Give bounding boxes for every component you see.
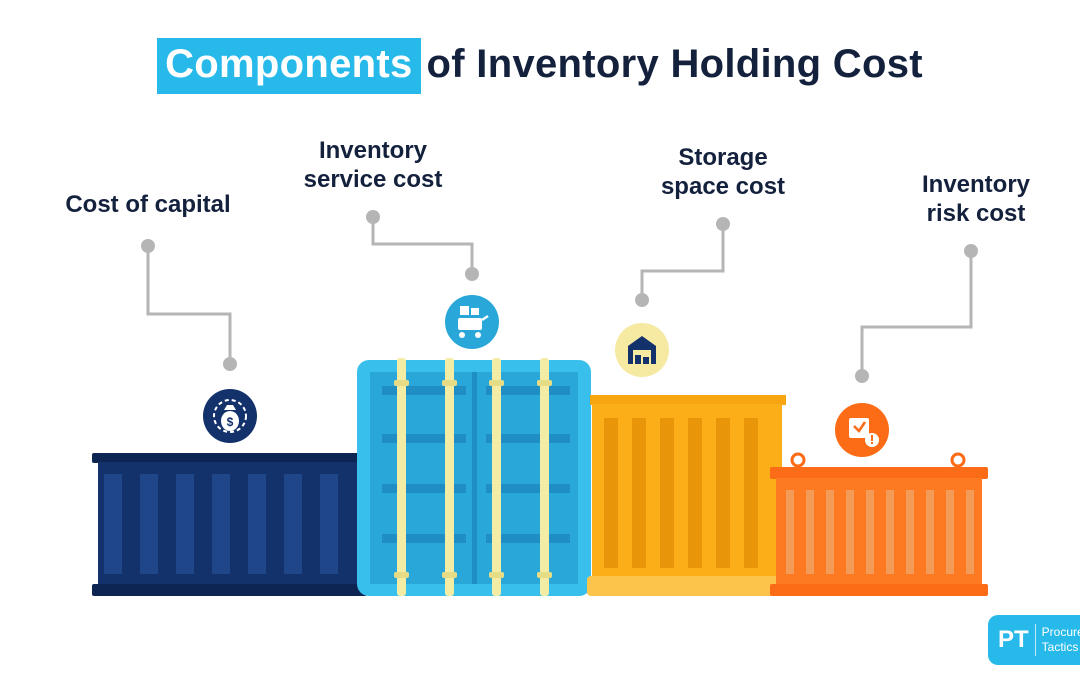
connector-dot	[223, 357, 237, 371]
container-cost-of-capital	[92, 453, 367, 596]
brand-logo: PT Procurement Tactics	[988, 615, 1080, 665]
warehouse-icon	[615, 323, 669, 377]
connector-storage-cost	[640, 224, 725, 300]
connector-lines	[146, 217, 973, 376]
title-rest: of Inventory Holding Cost	[426, 42, 923, 86]
connector-dot	[855, 369, 869, 383]
connector-dot	[366, 210, 380, 224]
connector-risk-cost	[860, 251, 973, 376]
container-inventory-service-cost	[357, 358, 591, 596]
title-highlight: Components	[157, 38, 421, 94]
container-storage-space-cost	[587, 395, 787, 596]
connector-dot	[465, 267, 479, 281]
connector-dot	[141, 239, 155, 253]
label-inventory-risk-cost: Inventory risk cost	[921, 171, 1031, 227]
connector-dot	[635, 293, 649, 307]
connector-dots	[141, 210, 978, 383]
risk-box-icon	[835, 403, 889, 457]
connector-dot	[716, 217, 730, 231]
label-inventory-service-cost: Inventory service cost	[303, 137, 443, 193]
svg-text:$: $	[227, 415, 234, 429]
logo-mark: PT	[988, 624, 1036, 656]
connector-cost-of-capital	[146, 246, 232, 364]
container-inventory-risk-cost	[770, 452, 988, 596]
label-cost-of-capital: Cost of capital	[65, 191, 231, 218]
logo-name: Procurement Tactics	[1041, 625, 1080, 654]
connector-dot	[964, 244, 978, 258]
money-bag-icon: $	[203, 389, 257, 443]
connector-service-cost	[371, 217, 474, 274]
label-storage-space-cost: Storage space cost	[660, 144, 786, 200]
cart-icon	[445, 295, 499, 349]
